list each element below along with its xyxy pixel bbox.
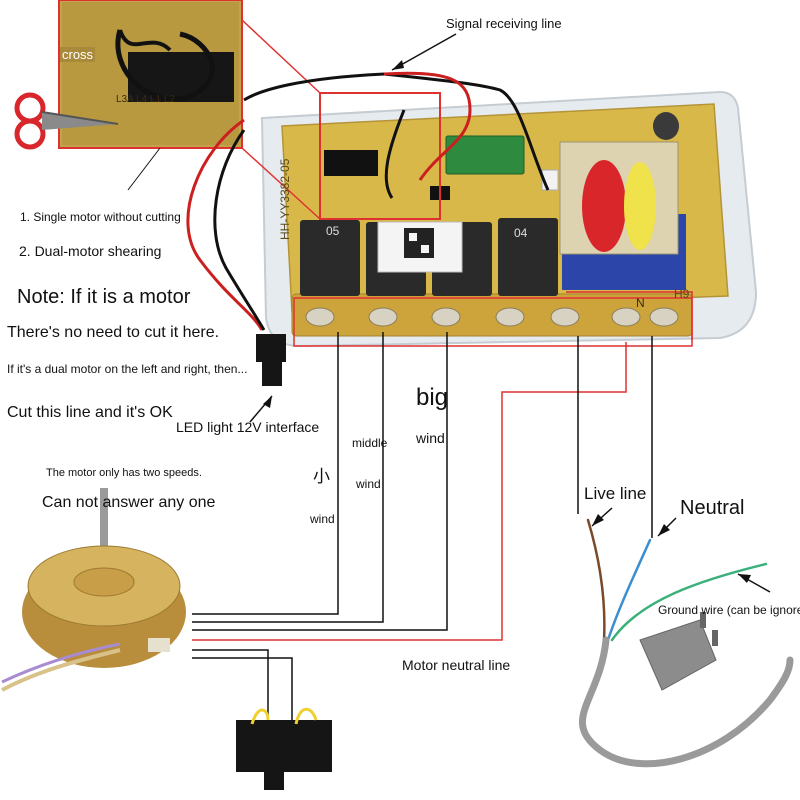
- relay-label-1: 05: [326, 224, 340, 238]
- inset-pcb-label: L3A L4 L1 L2: [116, 94, 175, 105]
- receiver-module: [445, 135, 525, 175]
- neutral-label: Neutral: [680, 497, 745, 519]
- plug-icon: [639, 612, 718, 691]
- speed-big-label: big: [416, 384, 449, 411]
- power-cord: [578, 518, 794, 768]
- dual-motor-label: 2. Dual-motor shearing: [19, 243, 162, 259]
- led-interface-label: LED light 12V interface: [176, 419, 320, 435]
- cut-line-label: Cut this line and it's OK: [7, 404, 173, 421]
- signal-receiving-line-label: Signal receiving line: [446, 16, 562, 31]
- board-h9-label: H9: [674, 287, 690, 301]
- connector-icon: [256, 334, 286, 386]
- speed-middle-wind: wind: [356, 477, 381, 491]
- controller-board: [260, 90, 758, 348]
- two-speeds-label: The motor only has two speeds.: [46, 467, 202, 479]
- single-motor-label: 1. Single motor without cutting: [20, 210, 181, 224]
- note-heading: Note: If it is a motor: [17, 286, 191, 308]
- live-line-label: Live line: [584, 484, 647, 503]
- capacitor-icon: [236, 707, 332, 790]
- speed-middle-label: middle: [352, 436, 388, 450]
- no-need-cut-label: There's no need to cut it here.: [7, 324, 220, 341]
- transformer: [559, 141, 686, 290]
- speed-small-char: 小: [313, 467, 330, 486]
- speed-big-wind: wind: [416, 430, 445, 446]
- motor-wires: [192, 332, 653, 720]
- cross-label: cross: [60, 47, 96, 62]
- motor-neutral-label: Motor neutral line: [402, 657, 511, 673]
- relay-1: [300, 220, 360, 296]
- ground-wire-label: Ground wire (can be ignored: [658, 603, 800, 617]
- speed-small-wind: wind: [310, 512, 335, 526]
- terminal-row: [305, 307, 679, 327]
- board-n-label: N: [636, 296, 645, 310]
- cannot-answer-label: Can not answer any one: [42, 494, 216, 511]
- relay-label-2: 04: [514, 226, 528, 240]
- relay-4: [498, 218, 558, 296]
- dual-left-right-label: If it's a dual motor on the left and rig…: [7, 362, 248, 376]
- motor-icon: [1, 488, 186, 692]
- scissors-icon: [14, 92, 119, 150]
- board-model-label: HH-YY3382-05: [278, 158, 292, 240]
